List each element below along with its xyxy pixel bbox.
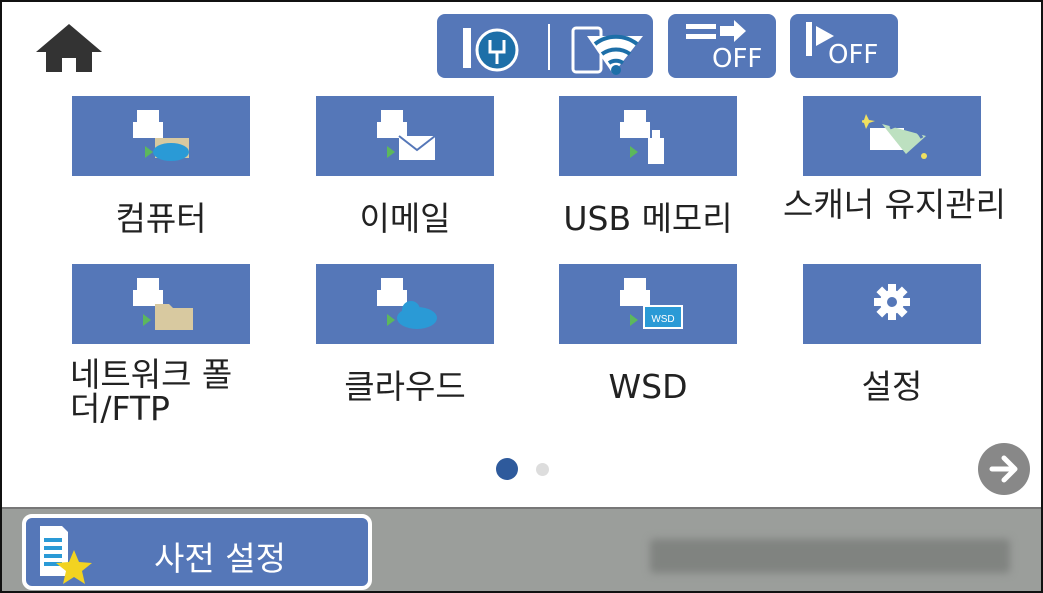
home-icon[interactable] <box>34 22 104 74</box>
scanner-maintenance-icon <box>862 114 927 159</box>
tile-computer[interactable] <box>72 96 250 176</box>
tile-label: 클라우드 <box>344 367 466 406</box>
gear-icon <box>874 284 910 320</box>
tile-email[interactable] <box>316 96 494 176</box>
tile-label: 네트워크 폴더/FTP <box>70 355 233 428</box>
presets-label: 사전 설정 <box>154 539 286 578</box>
off-label: OFF <box>712 44 763 74</box>
page-dot-active[interactable] <box>496 458 518 480</box>
scan-to-usb-icon <box>620 110 664 164</box>
quiet-mode-off-button[interactable]: OFF <box>668 14 776 78</box>
bottom-bar: 사전 설정 <box>2 507 1041 591</box>
tile-label: 설정 <box>861 367 923 406</box>
arrow-right-icon <box>989 455 1018 483</box>
tile-wsd[interactable]: WSD <box>559 264 737 344</box>
tile-label: WSD <box>608 367 688 406</box>
scan-to-computer-icon <box>133 110 189 161</box>
tile-usb-memory[interactable] <box>559 96 737 176</box>
tile-label: 컴퓨터 <box>115 199 207 238</box>
tile-label: USB 메모리 <box>563 199 733 238</box>
tile-scanner-maintenance[interactable] <box>803 96 981 176</box>
tile-network-folder-ftp[interactable] <box>72 264 250 344</box>
scan-to-cloud-icon <box>377 278 437 329</box>
tile-label: 스캐너 유지관리 <box>783 185 1007 224</box>
auto-start-off-button[interactable]: OFF <box>790 14 898 78</box>
next-page-button[interactable] <box>978 443 1030 495</box>
svg-text:WSD: WSD <box>651 314 674 325</box>
date-time-blurred <box>650 539 1010 573</box>
off-label: OFF <box>828 40 879 70</box>
scan-to-network-folder-icon <box>133 278 193 330</box>
presets-button[interactable]: 사전 설정 <box>22 514 372 590</box>
page-dot[interactable] <box>536 463 549 476</box>
scan-to-wsd-icon: WSD <box>620 278 683 329</box>
preset-star-icon <box>40 526 92 584</box>
scan-to-email-icon <box>377 110 436 160</box>
tile-cloud[interactable] <box>316 264 494 344</box>
network-status-button[interactable] <box>437 14 653 78</box>
tile-label: 이메일 <box>359 199 451 238</box>
arrow-off-icon <box>686 20 746 42</box>
play-off-icon <box>806 22 834 56</box>
wifi-direct-icon <box>463 24 643 75</box>
tile-settings[interactable] <box>803 264 981 344</box>
